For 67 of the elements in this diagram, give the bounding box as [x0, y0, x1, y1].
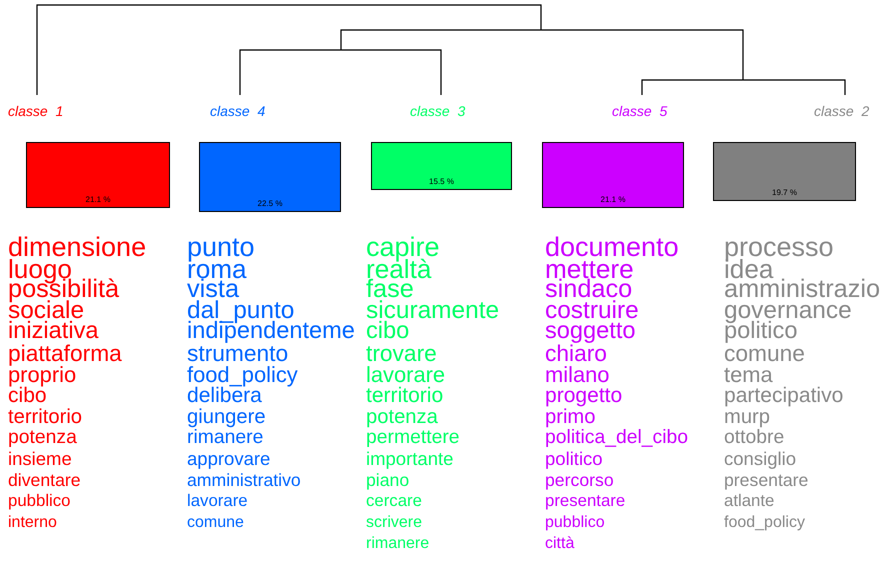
word-label: capire: [366, 234, 440, 261]
word-label: territorio: [8, 406, 82, 427]
class-label: classe 2: [814, 103, 870, 119]
percentage-label: 21.1 %: [600, 195, 626, 204]
word-label: pubblico: [8, 493, 71, 510]
word-label: atlante: [724, 493, 774, 510]
word-label: pubblico: [545, 514, 605, 531]
class-label: classe 3: [410, 103, 466, 119]
word-label: lavorare: [366, 364, 446, 386]
word-label: amministrativo: [187, 472, 301, 490]
word-label: piattaforma: [8, 342, 122, 365]
word-label: tema: [724, 364, 773, 386]
word-label: food_policy: [724, 514, 805, 531]
word-label: diventare: [8, 472, 81, 490]
class-bar: [542, 142, 684, 208]
word-label: strumento: [187, 342, 288, 365]
percentage-label: 19.7 %: [772, 188, 797, 197]
word-label: food_policy: [187, 364, 298, 386]
class-bar: [713, 142, 856, 201]
word-label: lavorare: [187, 493, 248, 510]
word-label: politico: [545, 450, 603, 468]
word-label: processo: [724, 234, 834, 261]
word-label: cibo: [8, 385, 47, 406]
word-label: interno: [8, 514, 57, 531]
word-label: delibera: [187, 385, 262, 406]
word-label: partecipativo: [724, 385, 844, 406]
word-label: chiaro: [545, 342, 607, 365]
word-label: cibo: [366, 320, 410, 344]
word-label: presentare: [724, 472, 808, 490]
word-label: permettere: [366, 428, 460, 448]
word-label: ottobre: [724, 428, 784, 448]
class-label: classe 5: [612, 103, 668, 119]
word-label: documento: [545, 234, 679, 261]
word-label: trovare: [366, 342, 437, 365]
word-label: comune: [724, 342, 805, 365]
word-label: rimanere: [366, 536, 430, 552]
class-bar: [26, 142, 170, 208]
word-label: giungere: [187, 406, 266, 427]
word-label: importante: [366, 450, 454, 468]
percentage-label: 22.5 %: [258, 199, 282, 208]
word-label: percorso: [545, 472, 614, 490]
class-bar: [199, 142, 341, 212]
percentage-label: 21.1 %: [86, 195, 110, 204]
word-label: comune: [187, 514, 244, 531]
word-label: murp: [724, 406, 770, 427]
word-label: politica_del_cibo: [545, 428, 688, 448]
word-label: consiglio: [724, 450, 796, 468]
word-label: primo: [545, 406, 596, 427]
class-label: classe 1: [8, 103, 64, 119]
word-label: amministrazio: [724, 277, 880, 302]
class-label: classe 4: [210, 103, 266, 119]
word-label: approvare: [187, 450, 270, 468]
word-label: insieme: [8, 450, 72, 468]
word-label: iniziativa: [8, 320, 98, 344]
class-bar: [371, 142, 512, 190]
word-label: territorio: [366, 385, 444, 406]
word-label: città: [545, 536, 574, 552]
word-label: presentare: [545, 493, 626, 510]
word-label: potenza: [366, 406, 438, 427]
word-label: rimanere: [187, 428, 264, 448]
word-label: cercare: [366, 493, 422, 510]
word-label: scrivere: [366, 514, 422, 531]
percentage-label: 15.5 %: [429, 177, 454, 186]
word-label: progetto: [545, 385, 622, 406]
word-label: piano: [366, 472, 410, 490]
word-label: potenza: [8, 428, 77, 448]
word-label: milano: [545, 364, 610, 386]
